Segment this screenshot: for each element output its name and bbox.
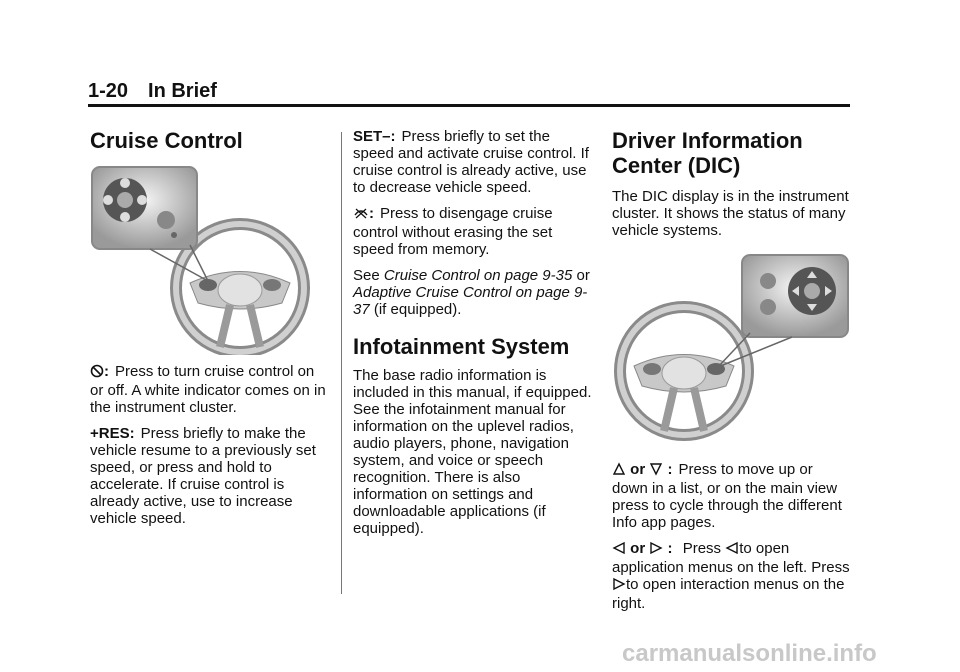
- cruise-cont-column: SET–:Press briefly to set the speed and …: [353, 128, 593, 546]
- arrow-up-icon: [612, 462, 626, 480]
- leftright-paragraph: or : Press to open application menus on …: [612, 540, 850, 612]
- column-divider: [341, 132, 342, 594]
- arrow-down-icon: [649, 462, 663, 480]
- arrow-right-icon: [612, 577, 626, 595]
- infotainment-heading: Infotainment System: [353, 334, 570, 359]
- dic-heading: Driver Information Center (DIC): [612, 128, 803, 178]
- adaptive-cruise-link[interactable]: Adaptive Cruise Control on page 9-37: [353, 284, 588, 318]
- watermark: carmanualsonline.info: [622, 640, 877, 667]
- updown-paragraph: or :Press to move up or down in a list, …: [612, 461, 842, 531]
- steering-wheel-cruise-illustration: [91, 166, 310, 355]
- arrow-left-icon: [725, 541, 739, 559]
- arrow-right-icon: [649, 541, 663, 559]
- infotainment-text: The base radio information is included i…: [353, 367, 592, 537]
- dic-intro: The DIC display is in the instrument clu…: [612, 188, 849, 239]
- res-paragraph: +RES:Press briefly to make the vehicle r…: [90, 425, 316, 527]
- cruise-control-link[interactable]: Cruise Control on page 9-35: [383, 267, 573, 284]
- cruise-control-column: Cruise Control :Press to turn cruise con…: [90, 128, 330, 536]
- dic-column: Driver Information Center (DIC) The DIC …: [612, 128, 852, 621]
- onoff-paragraph: :Press to turn cruise control on or off.…: [90, 363, 326, 416]
- set-paragraph: SET–:Press briefly to set the speed and …: [353, 128, 589, 196]
- page-number: 1-20: [88, 80, 129, 102]
- see-reference: See Cruise Control on page 9-35 or Adapt…: [353, 267, 590, 318]
- header-rule: [88, 104, 850, 107]
- steering-wheel-dic-illustration: [614, 254, 849, 441]
- cancel-paragraph: :Press to disengage cruise control witho…: [353, 205, 553, 258]
- cruise-control-heading: Cruise Control: [90, 128, 243, 153]
- page-header: 1-20 In Brief: [88, 80, 217, 103]
- chapter-title: In Brief: [148, 80, 217, 102]
- arrow-left-icon: [612, 541, 626, 559]
- cruise-onoff-icon: [90, 364, 104, 382]
- cruise-cancel-icon: [353, 206, 369, 224]
